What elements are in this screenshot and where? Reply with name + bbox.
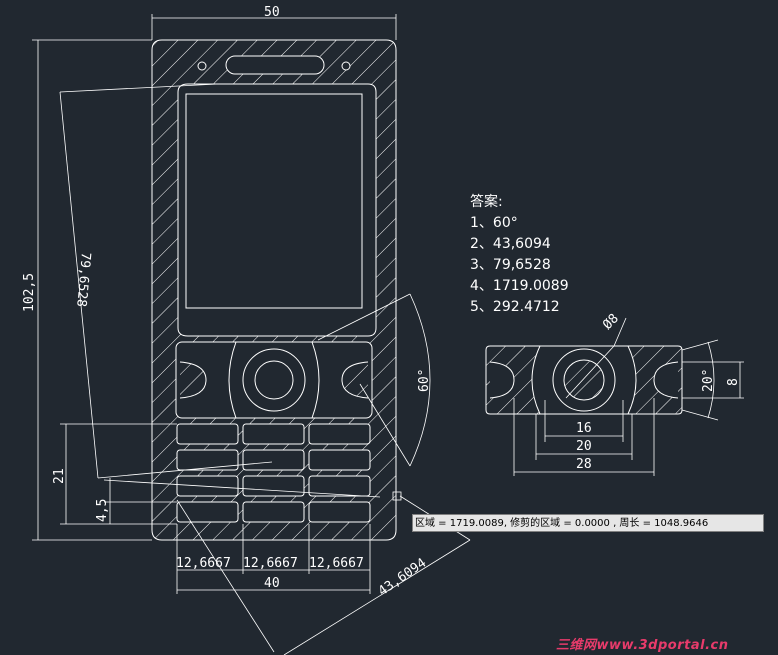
dim-key-width-1: 12,6667	[176, 556, 231, 571]
dim-detail-angle-20: 20°	[701, 369, 716, 392]
dim-diag-436094: 43,6094	[376, 555, 430, 599]
answer-item-4: 4、1719.0089	[470, 278, 569, 294]
answer-item-5: 5、292.4712	[470, 299, 560, 315]
detail-labels: Ø8 16 20 28 20° 8	[576, 311, 741, 472]
dim-key-width-3: 12,6667	[309, 556, 364, 571]
detail-view	[485, 317, 744, 476]
dim-diameter-8: Ø8	[600, 311, 622, 333]
dim-height-1025: 102,5	[22, 273, 37, 312]
dim-keypad-40: 40	[264, 576, 280, 591]
answer-item-1: 1、60°	[470, 215, 518, 231]
dim-width-50: 50	[264, 5, 280, 20]
answer-item-2: 2、43,6094	[470, 236, 551, 252]
dim-gap-45: 4,5	[95, 499, 110, 522]
answer-item-3: 3、79,6528	[470, 257, 551, 273]
dim-detail-28: 28	[576, 457, 592, 472]
dim-diagonal-796528: 79,6528	[73, 252, 93, 308]
dim-key-width-2: 12,6667	[243, 556, 298, 571]
dim-detail-8: 8	[726, 378, 741, 386]
dimension-lines	[32, 14, 471, 655]
dim-angle-60: 60°	[417, 369, 432, 392]
dim-detail-16: 16	[576, 421, 592, 436]
phone-body	[151, 39, 397, 541]
site-watermark: 三维网www.3dportal.cn	[556, 638, 729, 653]
dim-keypad-21: 21	[52, 468, 67, 484]
area-tooltip: 区域 = 1719.0089, 修剪的区域 = 0.0000 , 周长 = 10…	[412, 514, 764, 532]
dim-detail-20: 20	[576, 439, 592, 454]
answer-block: 答案: 1、60° 2、43,6094 3、79,6528 4、1719.008…	[470, 192, 569, 318]
keypad	[176, 423, 371, 523]
answer-title: 答案:	[470, 194, 503, 210]
